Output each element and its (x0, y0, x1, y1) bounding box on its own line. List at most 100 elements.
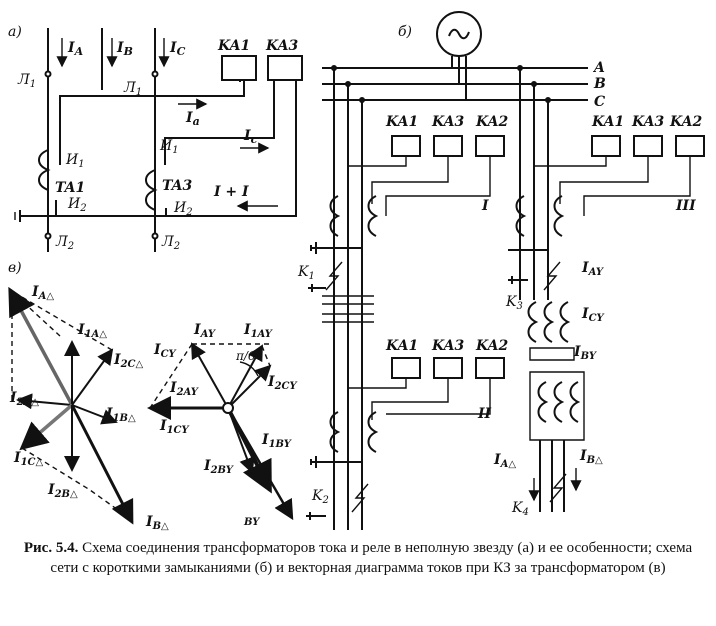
label-ka1-g2: KA1 (385, 338, 418, 354)
label-l2-c: Л2 (161, 234, 180, 252)
vector-iay (191, 342, 229, 409)
vector-i2by (227, 407, 255, 474)
ground-k2 (306, 512, 326, 520)
label-i1ad-v: I1A△ (77, 322, 107, 340)
transformer-primary-c (559, 301, 571, 343)
transformer-delta-frame (529, 371, 585, 441)
wiring-g3 (534, 156, 691, 216)
label-ib: IB (116, 40, 133, 58)
vector-ibd (70, 404, 134, 525)
relay-group-1: KA1 KA3 KA2 I (310, 114, 508, 254)
transformer-primary-a (527, 301, 539, 343)
secondary-wire-c (164, 80, 275, 165)
terminal-l1-a (44, 70, 52, 78)
label-ia: IA (67, 40, 84, 58)
delta-vector-diagram (8, 286, 134, 525)
label-group-i: I (481, 198, 489, 214)
vector-i2ad (16, 393, 73, 410)
vector-i2cy (227, 364, 272, 409)
terminal-l2-c (151, 232, 159, 240)
relay-ka3-g1 (433, 135, 463, 157)
ct-g2-c (367, 411, 379, 453)
star-vector-diagram (147, 342, 294, 521)
label-i1by-v: I1BY (261, 432, 292, 450)
angle-arc (239, 361, 259, 377)
label-k3: K3 (505, 294, 523, 312)
relay-ka1-a (221, 55, 257, 81)
terminal-l1-c (151, 70, 159, 78)
relay-group-2: KA1 KA3 KA2 II (310, 338, 508, 468)
label-ka3-g2: KA3 (431, 338, 464, 354)
panel-a: а) IA IB IC Л1 Л1 TA1 TA3 И1 И2 И1 И2 (8, 24, 303, 252)
figure-caption: Рис. 5.4. Схема соединения трансформатор… (20, 538, 696, 578)
label-l2-a: Л2 (55, 234, 74, 252)
label-ta1: TA1 (55, 180, 85, 196)
vector-iad (8, 286, 74, 406)
relay-ka1-g2 (391, 357, 421, 379)
label-i2ad-v: I2A△ (9, 390, 39, 408)
ground-g2 (310, 456, 362, 468)
label-i2cd-v: I2C△ (113, 352, 143, 370)
caption-text: Схема соединения трансформаторов тока и … (50, 540, 693, 576)
label-ka2-g2: KA2 (475, 338, 508, 354)
label-ibd-v: IB△ (145, 514, 169, 532)
label-angle: π/6 (235, 349, 256, 363)
panel-b: б) A B C KA1 KA3 (297, 11, 705, 530)
label-bus-a: A (592, 60, 605, 76)
label-ka2-g3: KA2 (669, 114, 702, 130)
node-left-a (331, 65, 337, 71)
generator-sine-icon (448, 28, 470, 40)
panel-b-label: б) (398, 24, 412, 40)
current-transformer-ta1 (38, 149, 51, 191)
relay-ka3-g2 (433, 357, 463, 379)
label-i1cy-v: I1CY (159, 418, 189, 436)
fault-k4-icon (549, 473, 567, 503)
relay-ka2-g1 (475, 135, 505, 157)
ground-k1 (308, 284, 326, 292)
transformer-core (529, 347, 575, 361)
wiring-g2 (348, 378, 491, 420)
fault-k1-icon (325, 261, 343, 291)
label-i2-c: И2 (173, 200, 193, 218)
label-i2by-v: I2BY (203, 458, 234, 476)
label-ka3-g1: KA3 (431, 114, 464, 130)
vector-i1by (226, 407, 294, 521)
vector-i2cd (71, 348, 114, 406)
node-right-a (517, 65, 523, 71)
transformer-secondary-c (569, 381, 581, 423)
ct-g1-a (329, 195, 341, 237)
relay-ka3-g3 (633, 135, 663, 157)
fault-k2-icon (351, 483, 369, 513)
panel-v: в) IA△ I1A△ I2C△ I2A△ I1B△ I1C△ I2B△ IB△ (8, 260, 297, 532)
label-ia-plus-ic: I + I (213, 184, 249, 200)
label-l1-a: Л1 (17, 72, 36, 90)
label-ka1-g3: KA1 (591, 114, 624, 130)
relay-ka1-g1 (391, 135, 421, 157)
ct-g3-c (553, 195, 565, 237)
label-i1bd-v: I1B△ (105, 406, 136, 424)
label-l1-c: Л1 (123, 80, 142, 98)
schematic-diagram: а) IA IB IC Л1 Л1 TA1 TA3 И1 И2 И1 И2 (8, 11, 705, 532)
star-dashed-construction (149, 343, 271, 409)
label-i1-a: И1 (65, 152, 85, 170)
label-iay-v: IAY (193, 322, 216, 340)
node-right-c (545, 97, 551, 103)
current-transformer-ta3 (145, 169, 158, 211)
label-icy-b: ICY (581, 306, 605, 324)
label-iad-v: IA△ (31, 284, 54, 302)
label-bus-c: C (594, 94, 605, 110)
label-ic-secondary: Ic (243, 128, 258, 146)
relay-group-3: KA1 KA3 KA2 III (508, 114, 705, 251)
label-i1ay-v: I1AY (243, 322, 273, 340)
label-ka2-g1: KA2 (475, 114, 508, 130)
label-bus-b: B (593, 76, 606, 92)
label-iay-b: IAY (581, 260, 604, 278)
label-ka1-g1: KA1 (385, 114, 418, 130)
label-ic: IC (169, 40, 186, 58)
label-ka1-a: KA1 (217, 38, 250, 54)
label-i2ay-v: I2AY (169, 380, 199, 398)
label-group-iii: III (675, 198, 696, 214)
label-ta3: TA3 (162, 178, 193, 194)
wiring-g1 (347, 156, 491, 216)
